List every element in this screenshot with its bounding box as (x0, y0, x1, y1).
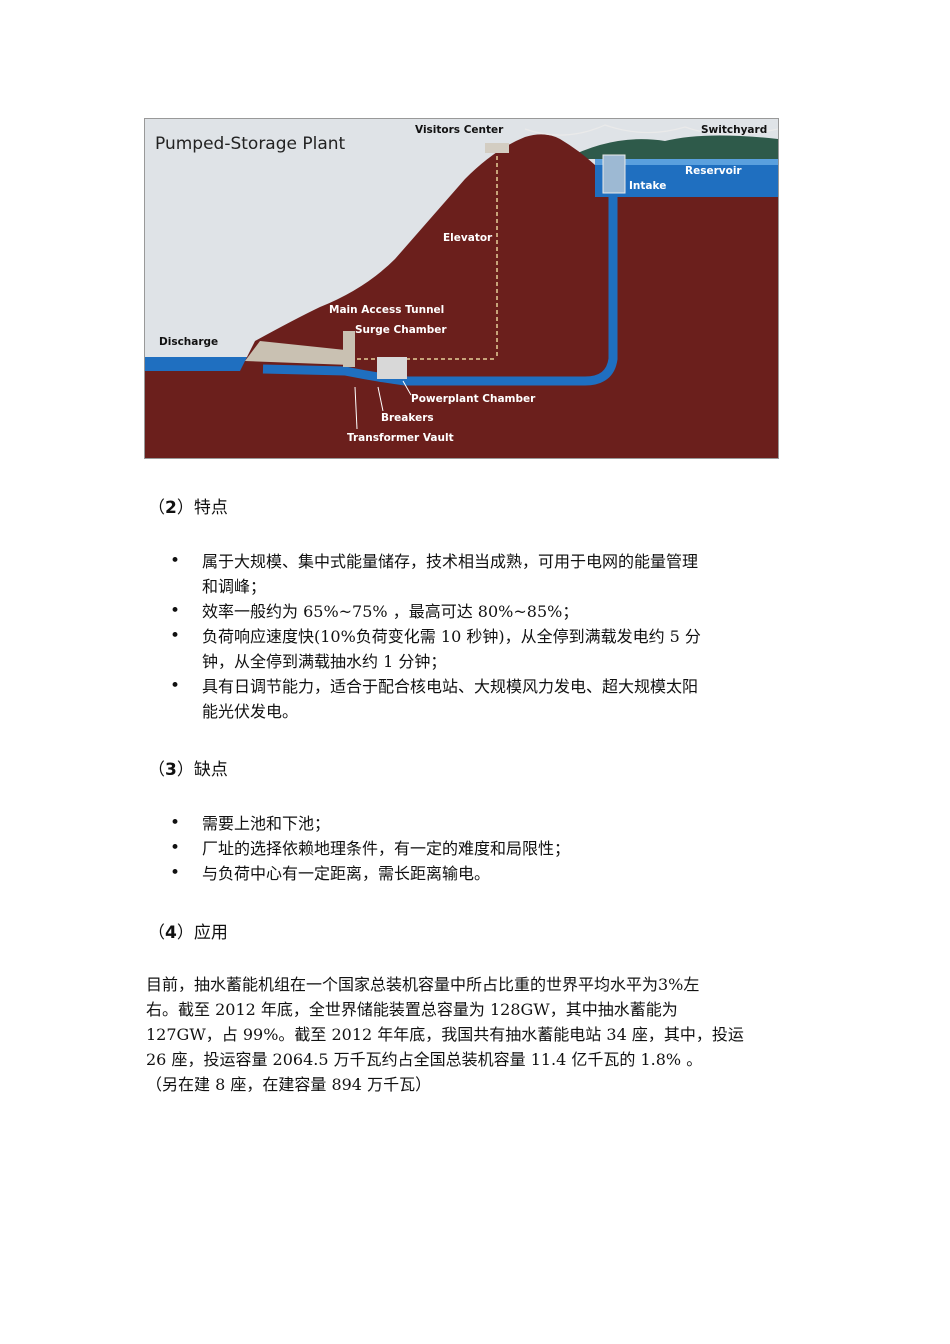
pumped-storage-diagram: Pumped-Storage Plant Visitors Center Swi… (144, 118, 779, 459)
paragraph-line: 右。截至 2012 年底，全世界储能装置总容量为 128GW，其中抽水蓄能为 (146, 1000, 678, 1019)
diagram-title: Pumped-Storage Plant (155, 134, 346, 154)
surge-chamber (343, 331, 355, 367)
power-lines (524, 124, 778, 136)
intake-tower (602, 154, 626, 194)
visitors-center-building (485, 143, 509, 153)
application-heading-number: 4 (165, 923, 177, 943)
diagram-svg: Pumped-Storage Plant Visitors Center Swi… (145, 119, 778, 458)
access-ramp (245, 341, 355, 365)
penstock-tunnel (262, 179, 618, 386)
features-heading-text: 特点 (193, 498, 228, 518)
paragraph-line: 目前，抽水蓄能机组在一个国家总装机容量中所占比重的世界平均水平为3%左 (146, 975, 700, 994)
drawbacks-heading-text: 缺点 (193, 760, 228, 780)
intake-label: Intake (629, 180, 666, 192)
drawbacks-heading-number: 3 (165, 760, 177, 780)
surge-chamber-label: Surge Chamber (355, 324, 447, 336)
list-item: 效率一般约为 65%~75% ，最高可达 80%~85%； (170, 599, 810, 624)
drawbacks-heading: （3）缺点 (148, 760, 228, 780)
elevator-label: Elevator (443, 232, 493, 244)
green-hills (565, 135, 778, 159)
list-item: 与负荷中心有一定距离，需长距离输电。 (170, 861, 810, 886)
visitors-center-label: Visitors Center (415, 124, 504, 136)
list-item: 负荷响应速度快(10%负荷变化需 10 秒钟)，从全停到满载发电约 5 分钟，从… (170, 624, 810, 674)
application-heading-text: 应用 (193, 923, 228, 943)
switchyard-label: Switchyard (701, 124, 767, 136)
main-access-tunnel-label: Main Access Tunnel (329, 304, 444, 316)
powerplant-chamber (377, 357, 407, 379)
discharge-label: Discharge (159, 336, 218, 348)
application-heading: （4）应用 (148, 923, 228, 943)
list-item: 厂址的选择依赖地理条件，有一定的难度和局限性； (170, 836, 810, 861)
transformer-vault-label: Transformer Vault (347, 432, 454, 444)
earth-mass (145, 134, 778, 458)
reservoir-label: Reservoir (685, 165, 742, 177)
drawbacks-list: 需要上池和下池； 厂址的选择依赖地理条件，有一定的难度和局限性； 与负荷中心有一… (170, 811, 810, 886)
list-item: 需要上池和下池； (170, 811, 810, 836)
breakers-label: Breakers (381, 412, 434, 424)
powerplant-chamber-label: Powerplant Chamber (411, 393, 536, 405)
features-heading-number: 2 (165, 498, 177, 518)
paragraph-line: （另在建 8 座，在建容量 894 万千瓦） (146, 1075, 432, 1094)
features-heading: （2）特点 (148, 498, 228, 518)
paragraph-line: 127GW，占 99%。截至 2012 年年底，我国共有抽水蓄能电站 34 座，… (146, 1025, 744, 1044)
application-paragraph: 目前，抽水蓄能机组在一个国家总装机容量中所占比重的世界平均水平为3%左 右。截至… (146, 972, 806, 1097)
paragraph-line: 26 座，投运容量 2064.5 万千瓦约占全国总装机容量 11.4 亿千瓦的 … (146, 1050, 703, 1069)
